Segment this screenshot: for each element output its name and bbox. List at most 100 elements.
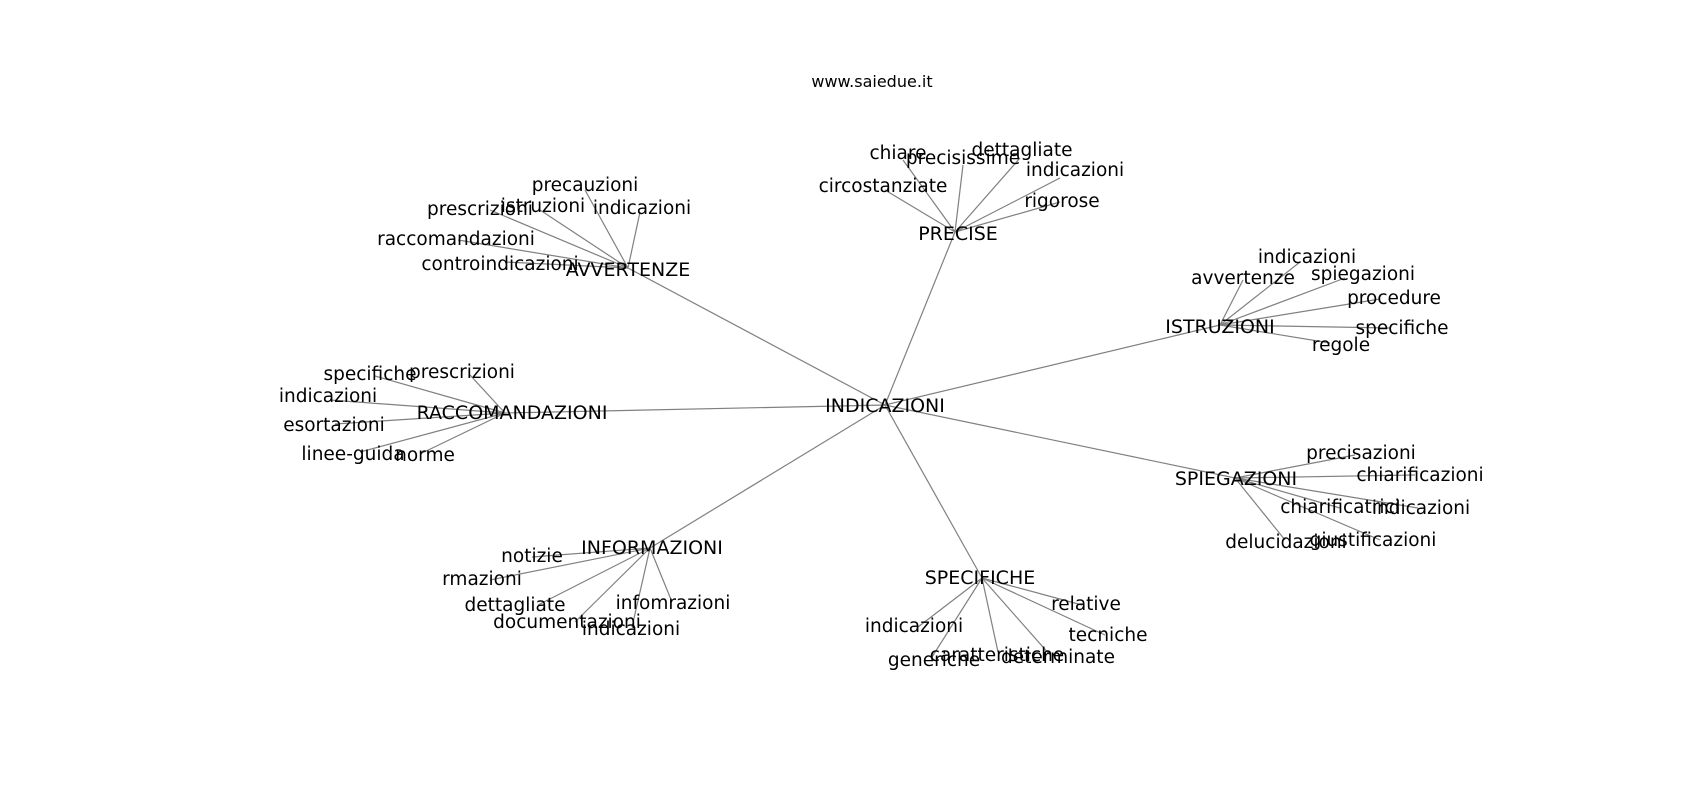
node-leaf: procedure xyxy=(1347,288,1441,309)
edge-avvertenze-leaf xyxy=(539,209,629,269)
node-leaf: indicazioni xyxy=(1258,247,1356,268)
node-leaf: controindicazioni xyxy=(421,254,578,275)
edge-specifiche-leaf xyxy=(917,577,983,628)
node-leaf: chiare xyxy=(870,143,927,164)
node-leaf: specifiche xyxy=(1355,318,1448,339)
edge-precise-leaf xyxy=(954,164,964,233)
node-hub: RACCOMANDAZIONI xyxy=(417,402,608,424)
node-leaf: precisissime xyxy=(906,148,1020,169)
edge-spiegazioni-leaf xyxy=(1234,454,1356,479)
edge-precise-leaf xyxy=(884,189,956,233)
edge-center-informazioni xyxy=(649,404,886,549)
node-leaf: specifiche xyxy=(323,364,416,385)
edge-specifiche-leaf xyxy=(931,577,983,658)
edge-precise-leaf xyxy=(954,177,1061,233)
node-leaf: istruzioni xyxy=(501,196,585,217)
edge-spiegazioni-leaf xyxy=(1234,477,1381,541)
node-hub: SPECIFICHE xyxy=(925,567,1035,589)
node-leaf: precisazioni xyxy=(1306,443,1416,464)
edge-precise-leaf xyxy=(954,201,1061,233)
edge-istruzioni-leaf xyxy=(1219,324,1391,329)
node-leaf: documentazioni xyxy=(493,612,641,633)
node-leaf: avvertenze xyxy=(1191,268,1295,289)
node-leaf: circostanziate xyxy=(819,176,948,197)
edge-specifiche-leaf xyxy=(981,577,1051,656)
node-hub: SPIEGAZIONI xyxy=(1175,468,1297,490)
node-leaf: delucidazioni xyxy=(1225,532,1346,553)
edge-center-spiegazioni xyxy=(884,404,1236,479)
node-leaf: infomrazioni xyxy=(616,593,731,614)
edge-istruzioni-leaf xyxy=(1219,298,1381,326)
edge-specifiche-leaf xyxy=(981,577,1106,636)
node-leaf: dettagliate xyxy=(465,595,566,616)
node-leaf: indicazioni xyxy=(865,616,963,637)
site-url: www.saiedue.it xyxy=(811,72,932,91)
edge-avvertenze-leaf xyxy=(584,189,629,269)
edge-avvertenze-leaf xyxy=(504,261,629,269)
node-leaf: chiarificazioni xyxy=(1356,465,1483,486)
edge-center-avvertenze xyxy=(627,267,886,406)
edge-center-specifiche xyxy=(884,404,983,579)
node-leaf: norme xyxy=(395,445,455,466)
node-leaf: indicazioni xyxy=(1026,160,1124,181)
node-leaf: giustificazioni xyxy=(1310,530,1437,551)
edge-istruzioni-leaf xyxy=(1219,277,1346,326)
node-labels: INDICAZIONI PRECISE chiare precisissime … xyxy=(279,140,1484,671)
node-leaf: tecniche xyxy=(1069,625,1148,646)
edge-spiegazioni-leaf xyxy=(1234,477,1341,509)
node-leaf: regole xyxy=(1312,335,1370,356)
node-leaf: raccomandazioni xyxy=(377,229,535,250)
node-leaf: prescrizioni xyxy=(427,199,533,220)
node-leaf: precauzioni xyxy=(532,175,639,196)
edge-istruzioni-leaf xyxy=(1219,261,1301,326)
node-leaf: notizie xyxy=(501,546,563,567)
edge-avvertenze-leaf xyxy=(457,239,629,269)
edge-spiegazioni-leaf xyxy=(1234,474,1416,479)
edge-informazioni-leaf xyxy=(649,547,673,603)
node-leaf: indicazioni xyxy=(279,386,377,407)
edge-raccomandazioni-leaf xyxy=(374,375,506,414)
node-hub: AVVERTENZE xyxy=(566,259,690,281)
edge-specifiche-leaf xyxy=(981,577,1083,606)
node-leaf: rmazioni xyxy=(442,569,522,590)
edge-raccomandazioni-leaf xyxy=(359,412,506,453)
node-hub: PRECISE xyxy=(918,223,998,245)
node-leaf: indicazioni xyxy=(582,619,680,640)
edge-spiegazioni-leaf xyxy=(1234,477,1286,541)
node-leaf: relative xyxy=(1051,594,1121,615)
node-leaf: dettagliate xyxy=(972,140,1073,161)
node-leaf: linee-guida xyxy=(301,444,404,465)
node-hub: INFORMAZIONI xyxy=(581,537,723,559)
edge-informazioni-leaf xyxy=(631,547,651,628)
edge-istruzioni-leaf xyxy=(1219,324,1331,344)
node-leaf: determinate xyxy=(1001,647,1115,668)
edges xyxy=(329,157,1419,658)
edge-precise-leaf xyxy=(954,157,1021,233)
edge-precise-leaf xyxy=(902,159,956,233)
node-leaf: chiarificatrici xyxy=(1280,497,1400,518)
node-center: INDICAZIONI xyxy=(825,395,945,417)
edge-raccomandazioni-leaf xyxy=(419,412,506,455)
edge-informazioni-leaf xyxy=(574,547,651,623)
node-leaf: spiegazioni xyxy=(1311,264,1415,285)
edge-avvertenze-leaf xyxy=(489,209,629,269)
edge-istruzioni-leaf xyxy=(1219,279,1244,326)
edge-informazioni-leaf xyxy=(489,547,651,581)
node-leaf: esortazioni xyxy=(283,415,385,436)
edge-informazioni-leaf xyxy=(537,547,651,606)
node-leaf: generiche xyxy=(888,650,980,671)
node-leaf: indicazioni xyxy=(593,198,691,219)
edge-raccomandazioni-leaf xyxy=(329,399,506,414)
node-leaf: indicazioni xyxy=(1372,498,1470,519)
edge-raccomandazioni-leaf xyxy=(334,412,506,425)
node-leaf: caratteristiche xyxy=(930,645,1064,666)
edge-spiegazioni-leaf xyxy=(1234,477,1419,509)
node-hub: ISTRUZIONI xyxy=(1165,316,1274,338)
edge-avvertenze-leaf xyxy=(627,211,641,269)
edge-center-precise xyxy=(884,231,956,406)
edge-specifiche-leaf xyxy=(981,577,999,653)
edge-center-raccomandazioni xyxy=(504,404,886,414)
node-leaf: rigorose xyxy=(1024,191,1099,212)
node-leaf: prescrizioni xyxy=(409,362,515,383)
